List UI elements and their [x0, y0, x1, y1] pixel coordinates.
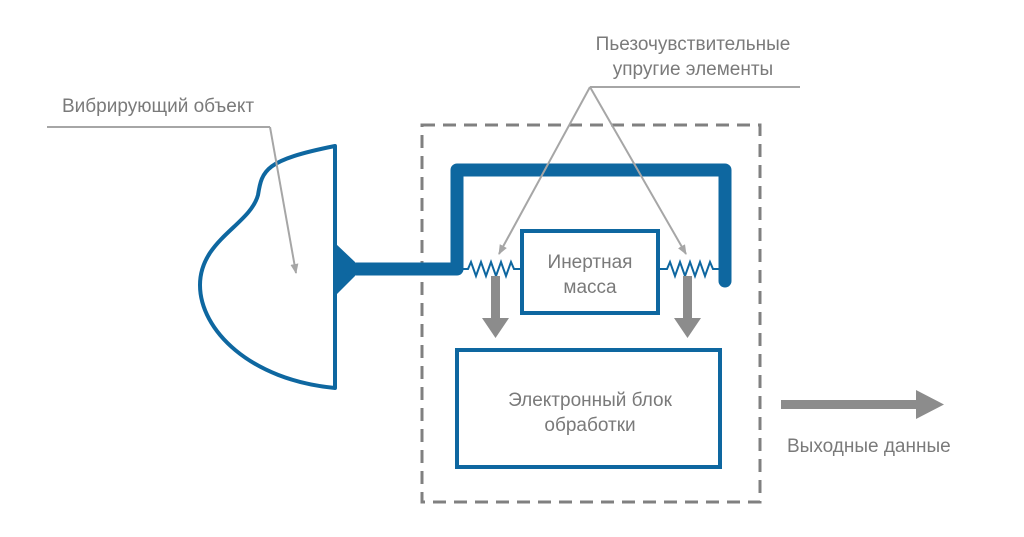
vibrating-object-shape: [198, 144, 337, 390]
electronics-label-line2: обработки: [544, 415, 635, 436]
vibrating-object-label: Вибрирующий объект: [62, 96, 254, 117]
spring-right: [659, 259, 720, 279]
signal-arrow-left: [482, 276, 509, 338]
electronics-block: [455, 348, 722, 469]
piezo-label-line1: Пьезочувствительные: [596, 34, 791, 55]
output-arrow: [781, 390, 944, 419]
piezo-pointer-right: [589, 86, 687, 255]
sensor-housing-dashed-frame: [420, 123, 762, 504]
piezo-label-line2: упругие элементы: [613, 59, 773, 80]
output-data-label: Выходные данные: [787, 436, 951, 457]
vibrating-object-pointer: [269, 126, 299, 274]
inertial-mass-box: [520, 229, 660, 315]
piezo-pointer-left: [498, 86, 591, 255]
inertial-mass-label-line1: Инертная: [548, 252, 633, 273]
signal-arrow-right: [674, 276, 701, 338]
inertial-mass-label-line2: масса: [563, 277, 617, 298]
spring-left: [460, 259, 522, 279]
sensor-frame: [343, 163, 732, 288]
electronics-label-line1: Электронный блок: [508, 390, 672, 411]
